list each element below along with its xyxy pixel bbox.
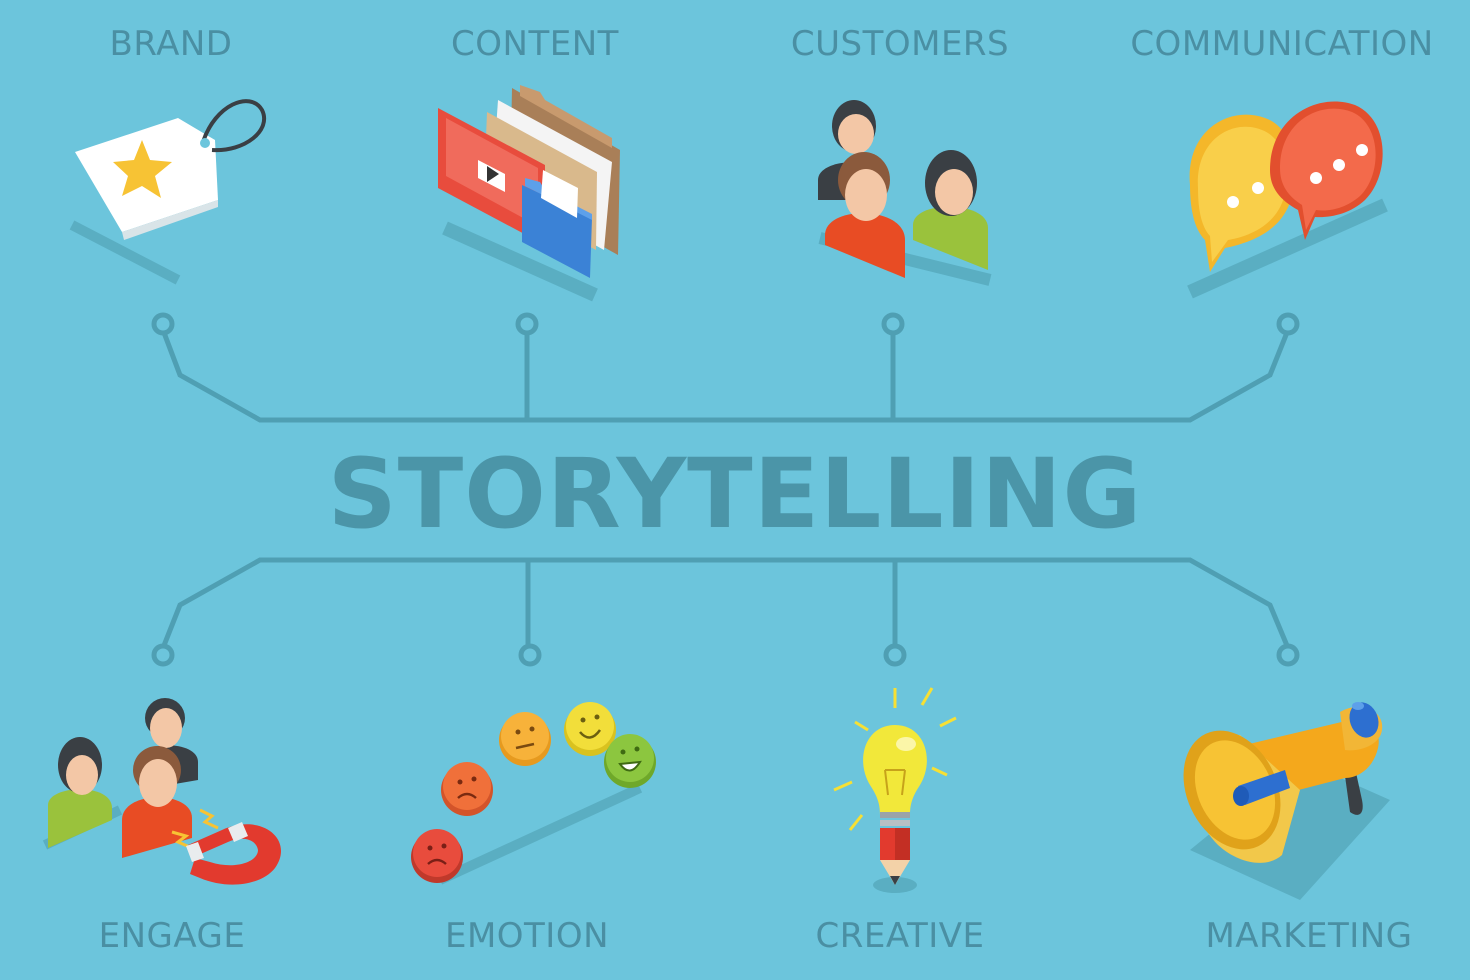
label-communication: COMMUNICATION: [1130, 24, 1434, 64]
node-brand: [151, 312, 175, 336]
label-content: CONTENT: [451, 24, 619, 64]
node-marketing: [1276, 643, 1300, 667]
people-magnet-icon: [42, 698, 282, 885]
video-folder-icon: [438, 85, 620, 302]
node-engage: [151, 643, 175, 667]
node-emotion: [518, 643, 542, 667]
label-marketing: MARKETING: [1205, 916, 1413, 956]
megaphone-icon: [1183, 702, 1390, 900]
price-tag-star-icon: [69, 99, 266, 285]
node-communication: [1276, 312, 1300, 336]
speech-bubbles-icon: [1187, 101, 1388, 299]
emoji-scale-icon: [411, 702, 656, 885]
node-customers: [881, 312, 905, 336]
people-group-icon: [818, 100, 992, 286]
node-content: [515, 312, 539, 336]
diagram-title: STORYTELLING: [327, 438, 1143, 550]
label-customers: CUSTOMERS: [790, 24, 1010, 64]
label-creative: CREATIVE: [815, 916, 985, 956]
node-creative: [883, 643, 907, 667]
label-engage: ENGAGE: [98, 916, 246, 956]
label-brand: BRAND: [109, 24, 233, 64]
label-emotion: EMOTION: [444, 916, 610, 956]
lightbulb-pencil-icon: [833, 687, 957, 893]
